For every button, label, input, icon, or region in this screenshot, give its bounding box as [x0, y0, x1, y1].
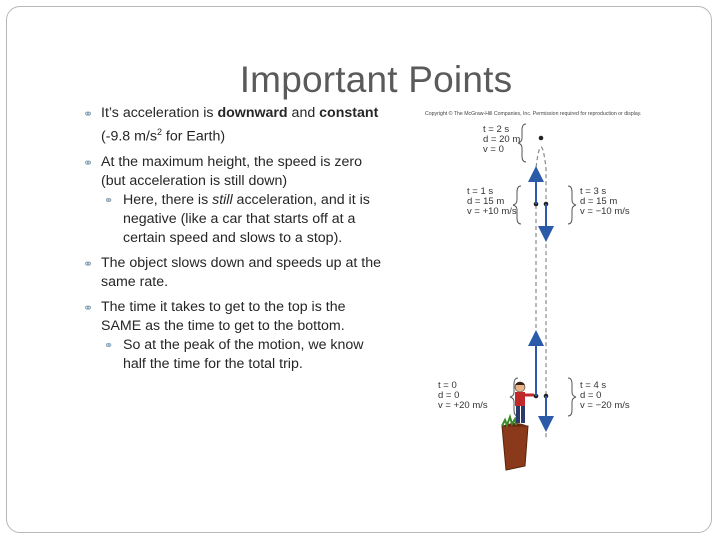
bullet-4-sub: ⚭ So at the peak of the motion, we know … [101, 336, 383, 374]
bullet-1-text-tail: for Earth) [161, 128, 226, 145]
bullet-icon: ⚭ [83, 300, 94, 315]
grass-tuft [501, 413, 517, 428]
brace-down-mid [567, 185, 577, 225]
bullet-1-text-post: (-9.8 m/s [101, 128, 157, 145]
copyright-notice: Copyright © The McGraw-Hill Companies, I… [425, 111, 642, 117]
label-down-mid-v: v = −10 m/s [580, 206, 630, 217]
bullet-1: ⚭ It’s acceleration is downward and cons… [83, 104, 383, 147]
sub-bullet-icon: ⚭ [104, 339, 114, 352]
slide-title: Important Points [239, 59, 513, 100]
trajectory-diagram [501, 123, 577, 471]
bullet-list: ⚭ It’s acceleration is downward and cons… [83, 104, 383, 380]
label-down-mid-d: d = 15 m [580, 196, 618, 207]
bullet-3: ⚭ The object slows down and speeds up at… [83, 254, 383, 292]
label-start-d: d = 0 [438, 390, 460, 401]
person-hair [515, 382, 525, 385]
label-down-mid-t: t = 3 s [580, 186, 607, 197]
sub-bullet-italic-still: still [212, 191, 233, 208]
brace-top [517, 123, 527, 163]
brace-end [567, 377, 577, 417]
label-top-t: t = 2 s [483, 124, 510, 135]
bullet-icon: ⚭ [83, 107, 94, 121]
bullet-1-text: It’s acceleration is [101, 105, 218, 121]
label-top-d: d = 20 m [483, 134, 521, 145]
brace-up-mid [512, 185, 522, 225]
ball-top [538, 135, 544, 141]
label-end-d: d = 0 [580, 390, 602, 401]
ball-down-mid [543, 201, 549, 207]
label-end: t = 4 s d = 0 v = −20 m/s [580, 381, 630, 411]
label-down-mid: t = 3 s d = 15 m v = −10 m/s [580, 187, 630, 217]
label-top: t = 2 s d = 20 m v = 0 [483, 125, 520, 155]
person-shirt [515, 392, 525, 406]
label-up-mid: t = 1 s d = 15 m v = +10 m/s [467, 187, 517, 217]
label-start: t = 0 d = 0 v = +20 m/s [438, 381, 488, 411]
label-top-v: v = 0 [483, 144, 504, 155]
bullet-1-bold-downward: downward [217, 105, 288, 121]
bullet-4: ⚭ The time it takes to get to the top is… [83, 298, 383, 374]
rock-pedestal [501, 425, 529, 471]
person-leg-right [521, 406, 525, 423]
bullet-2: ⚭ At the maximum height, the speed is ze… [83, 153, 383, 248]
bullet-1-bold-constant: constant [319, 105, 379, 121]
bullet-1-superscript: 2 [156, 127, 162, 137]
sub-bullet-text: So at the peak of the motion, we know ha… [123, 336, 364, 372]
bullet-icon: ⚭ [83, 155, 94, 170]
trajectory-path [535, 146, 547, 438]
bullet-1-text-mid: and [287, 105, 320, 121]
projectile-figure: Copyright © The McGraw-Hill Companies, I… [418, 108, 678, 478]
person-leg-left [516, 406, 520, 423]
bullet-4-text: The time it takes to get to the top is t… [101, 298, 346, 334]
bullet-3-text: The object slows down and speeds up at t… [101, 254, 381, 290]
label-start-t: t = 0 [438, 380, 457, 391]
sub-bullet-icon: ⚭ [104, 194, 114, 207]
label-end-t: t = 4 s [580, 380, 607, 391]
slide-frame [6, 6, 712, 533]
bullet-2-sub: ⚭ Here, there is still acceleration, and… [101, 191, 383, 248]
label-up-mid-t: t = 1 s [467, 186, 494, 197]
label-up-mid-d: d = 15 m [467, 196, 505, 207]
sub-bullet-text-post: acceleration, and it is negative (like a… [123, 191, 370, 246]
label-start-v: v = +20 m/s [438, 400, 488, 411]
sub-bullet-text: Here, there is [123, 191, 213, 208]
bullet-2-text: At the maximum height, the speed is zero… [101, 153, 363, 189]
brace-start [509, 377, 519, 417]
label-up-mid-v: v = +10 m/s [467, 206, 517, 217]
label-end-v: v = −20 m/s [580, 400, 630, 411]
bullet-icon: ⚭ [83, 256, 94, 271]
